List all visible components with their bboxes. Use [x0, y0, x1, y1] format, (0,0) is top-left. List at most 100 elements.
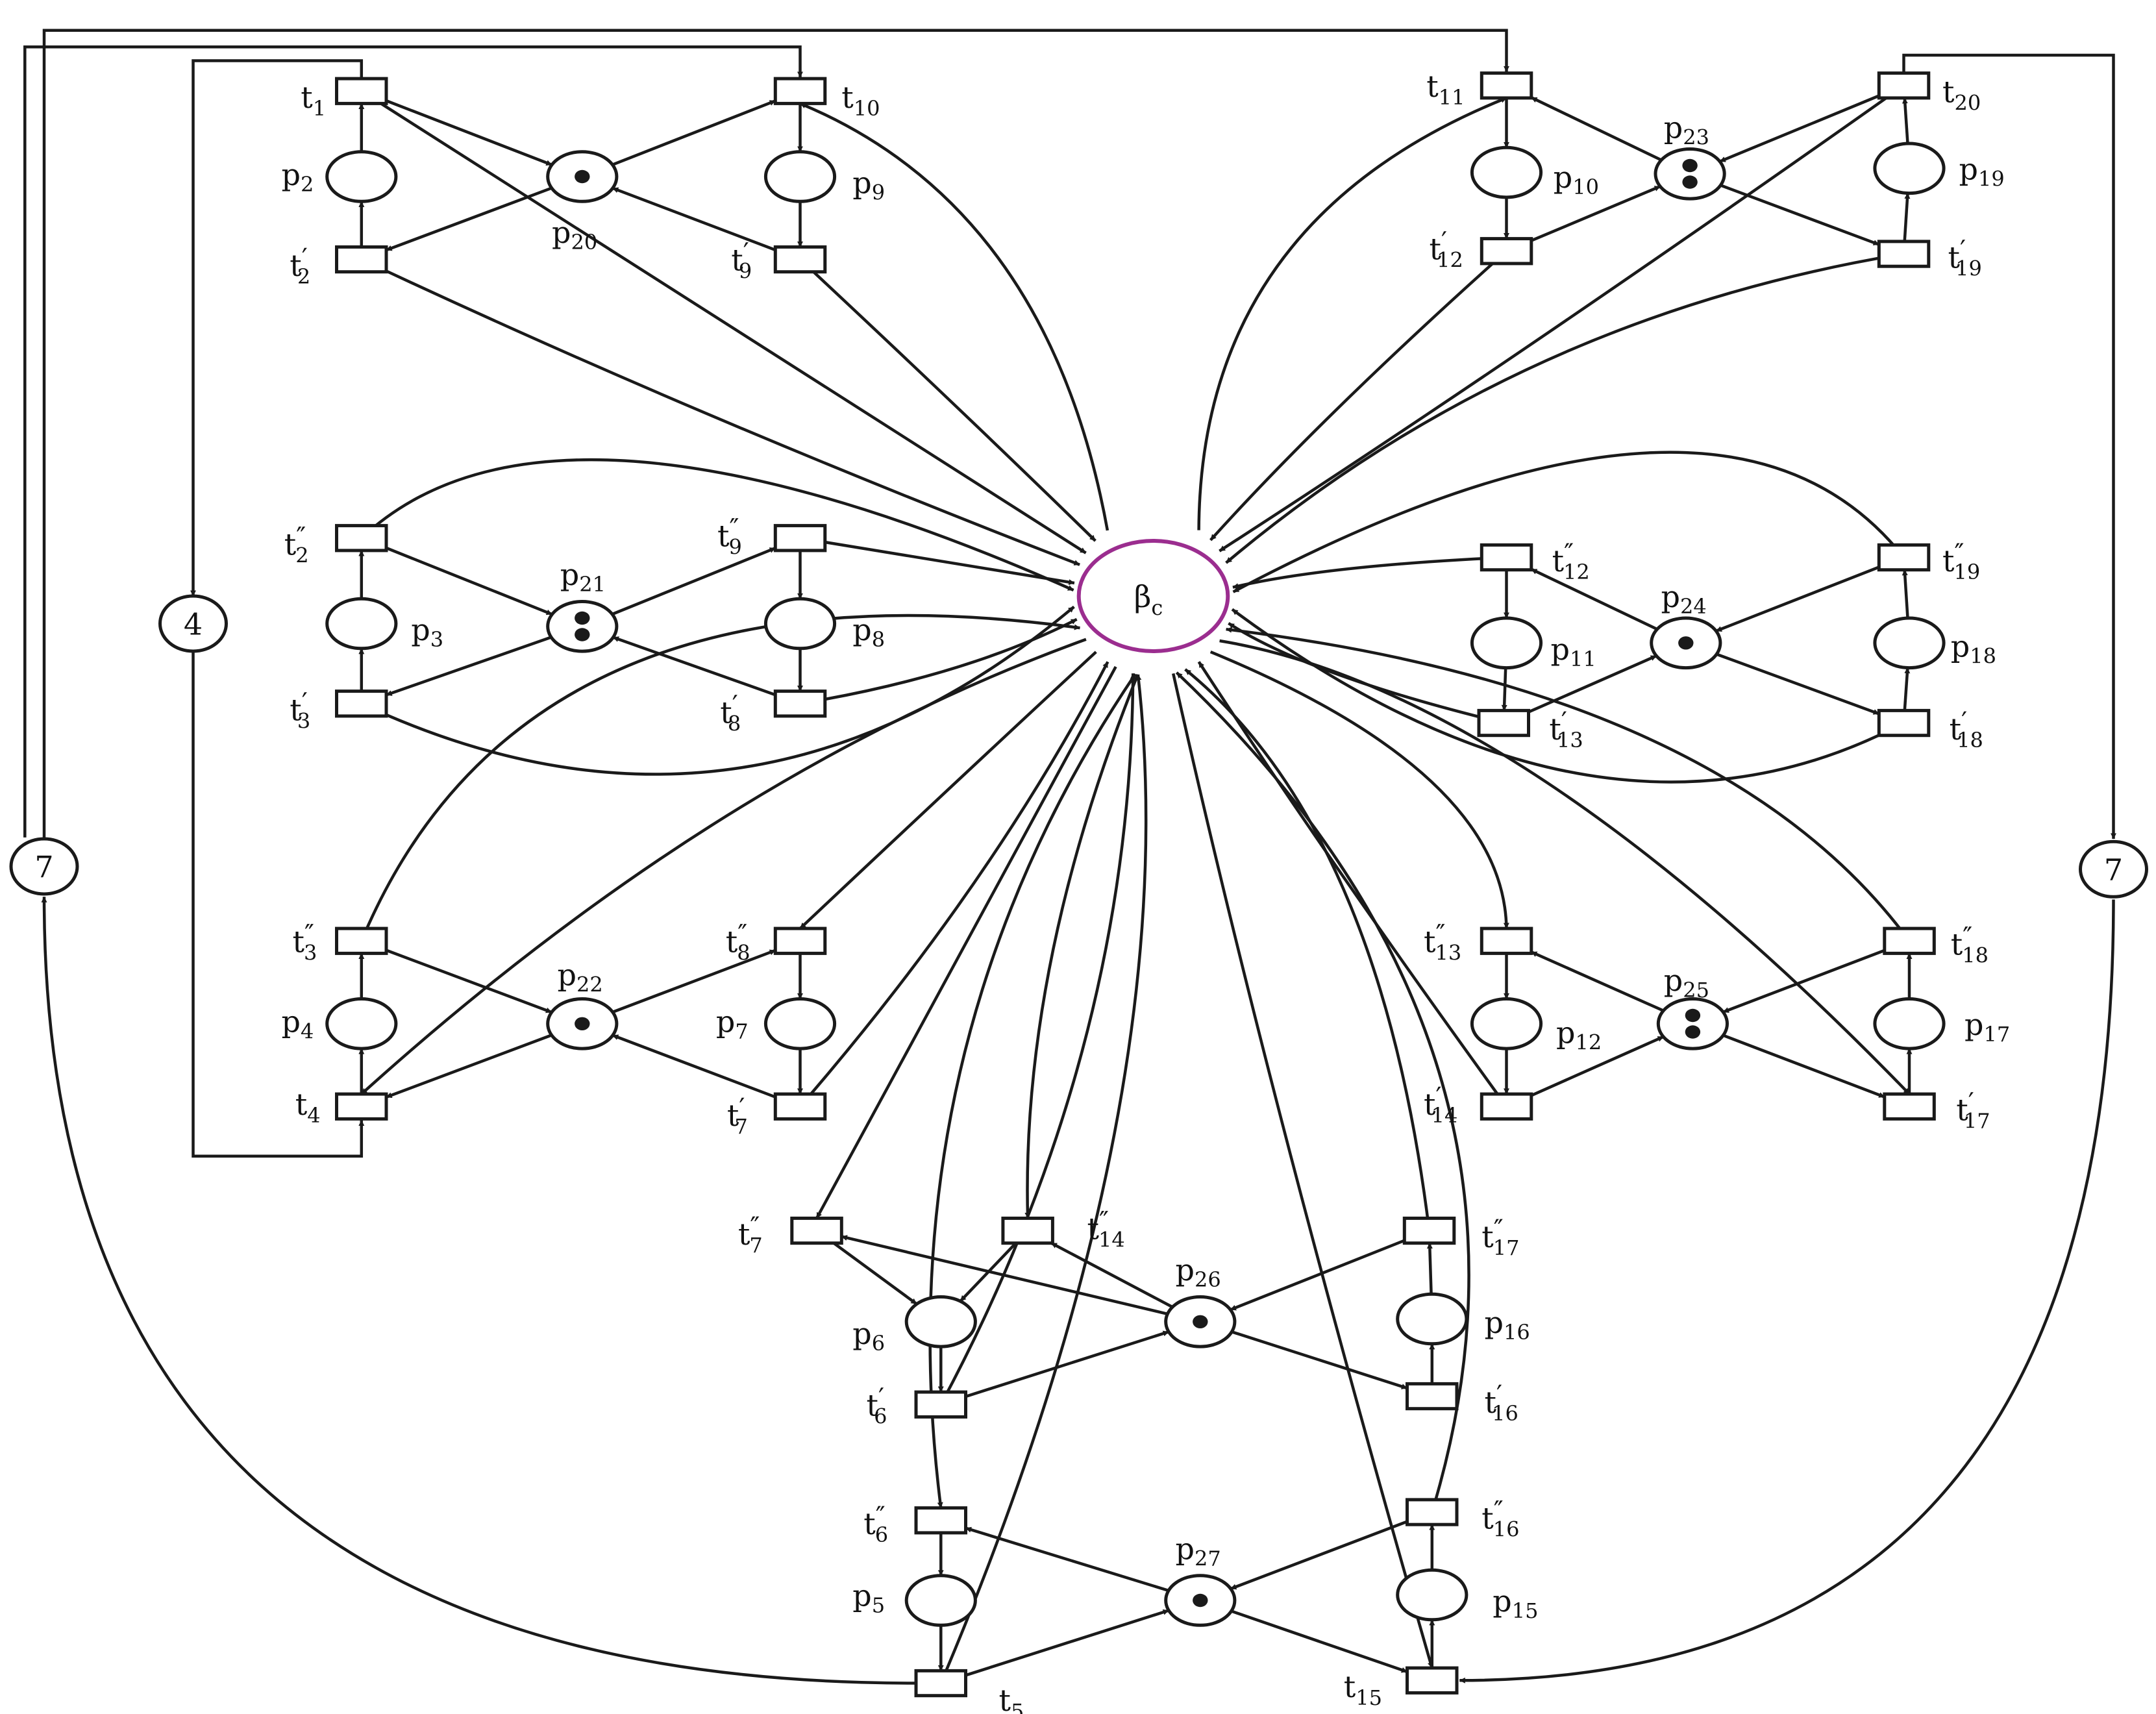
place-p4: [325, 997, 398, 1050]
transition-label-t17pp: t″17: [1481, 1215, 1519, 1260]
arc: [1225, 252, 1904, 564]
transition-label-t7p: t′7: [727, 1093, 748, 1139]
arc: [928, 673, 1137, 1509]
place-label-p17: p17: [1964, 1007, 2010, 1047]
transition-t6p: [914, 1390, 967, 1419]
place-label-p19: p19: [1959, 151, 2005, 191]
place-p21: [546, 600, 619, 653]
transition-label-t7pp: t″7: [738, 1212, 763, 1258]
transition-t12pp: [1480, 543, 1533, 572]
transition-t14p: [1480, 1092, 1533, 1121]
transition-label-t17p: t′17: [1956, 1088, 1990, 1134]
transition-label-t3p: t′3: [290, 688, 310, 733]
arc: [1722, 1034, 1885, 1099]
place-p2: [325, 150, 398, 203]
place-p8: [763, 597, 837, 651]
arc: [386, 546, 553, 616]
transition-t2pp: [335, 524, 388, 553]
arc: [1209, 250, 1507, 541]
arc: [1232, 451, 1905, 593]
transition-label-t18pp: t″18: [1951, 923, 1989, 968]
beta-c-label: βc: [1134, 579, 1163, 620]
arc: [1197, 96, 1507, 530]
place-label-p24: p24: [1661, 579, 1707, 619]
arc: [965, 1526, 1169, 1593]
transition-label-t13p: t′13: [1549, 707, 1583, 752]
place-label-p10: p10: [1554, 160, 1599, 199]
arc: [965, 1330, 1169, 1398]
transition-t19p: [1877, 240, 1931, 268]
arc: [612, 186, 776, 252]
transition-t16pp: [1406, 1498, 1459, 1526]
arc: [612, 99, 776, 166]
transition-t12p: [1480, 237, 1533, 266]
transition-label-t16pp: t″16: [1481, 1497, 1519, 1542]
place-label-p6: p6: [852, 1316, 885, 1356]
token: [1193, 1315, 1208, 1329]
arc: [799, 258, 1097, 542]
arc: [1219, 639, 1911, 1095]
arc: [800, 536, 1075, 586]
arc: [1530, 96, 1662, 162]
weight-node-w-right: [2079, 839, 2148, 899]
transition-t7pp: [790, 1216, 843, 1245]
place-p5: [904, 1574, 977, 1627]
arc: [800, 617, 1078, 706]
arc: [612, 1034, 776, 1099]
arc: [1426, 1243, 1433, 1295]
token: [575, 169, 590, 184]
place-p12: [1470, 997, 1543, 1050]
transition-label-t13pp: t″13: [1424, 919, 1461, 965]
arc: [1226, 627, 1911, 942]
arc: [799, 661, 1109, 1108]
place-label-p5: p5: [852, 1578, 885, 1618]
transition-label-t2pp: t″2: [284, 522, 309, 567]
place-label-p18: p18: [1951, 629, 1996, 669]
place-p7: [763, 997, 837, 1050]
arc: [1530, 1035, 1665, 1097]
arc: [360, 614, 1080, 942]
transition-t18pp: [1883, 926, 1936, 955]
transition-label-t11: t11: [1426, 69, 1465, 110]
arc: [386, 1034, 552, 1099]
token: [1682, 175, 1698, 189]
transition-label-t3pp: t″3: [293, 919, 317, 965]
transition-label-t10: t10: [841, 80, 880, 121]
place-p15: [1396, 1568, 1468, 1622]
arc: [939, 674, 1148, 1684]
transition-t9p: [773, 245, 827, 274]
transition-t7p: [773, 1092, 827, 1121]
place-label-p4: p4: [282, 1004, 314, 1044]
arc: [1903, 193, 1911, 242]
token: [1682, 158, 1698, 173]
arc: [1172, 673, 1433, 1669]
weight-label-w-left-outer: 7: [34, 850, 53, 885]
arc: [612, 547, 776, 616]
transition-t2p: [335, 245, 388, 274]
token: [1193, 1593, 1208, 1608]
arc: [1175, 671, 1470, 1513]
transition-label-t6pp: t″6: [863, 1502, 888, 1547]
transition-t5: [914, 1669, 967, 1698]
arc: [939, 673, 1136, 1406]
transition-label-t14pp: t″14: [1087, 1206, 1125, 1252]
transition-t8pp: [773, 926, 827, 955]
arc: [1722, 949, 1885, 1013]
transition-label-t15: t15: [1344, 1669, 1382, 1710]
place-label-p16: p16: [1485, 1305, 1530, 1345]
transition-t18p: [1877, 708, 1931, 738]
place-label-p21: p21: [560, 557, 606, 597]
arc: [799, 102, 1109, 531]
arc: [1902, 97, 1909, 144]
transition-t4: [335, 1092, 388, 1121]
arc: [1050, 1241, 1173, 1309]
nodes-layer: [9, 71, 2148, 1698]
place-p18: [1873, 616, 1946, 670]
arc: [42, 29, 1509, 838]
arc: [360, 258, 1080, 566]
place-label-p8: p8: [852, 612, 885, 652]
place-p10: [1470, 145, 1543, 199]
arc: [1230, 1239, 1406, 1311]
place-label-p20: p20: [552, 215, 597, 255]
